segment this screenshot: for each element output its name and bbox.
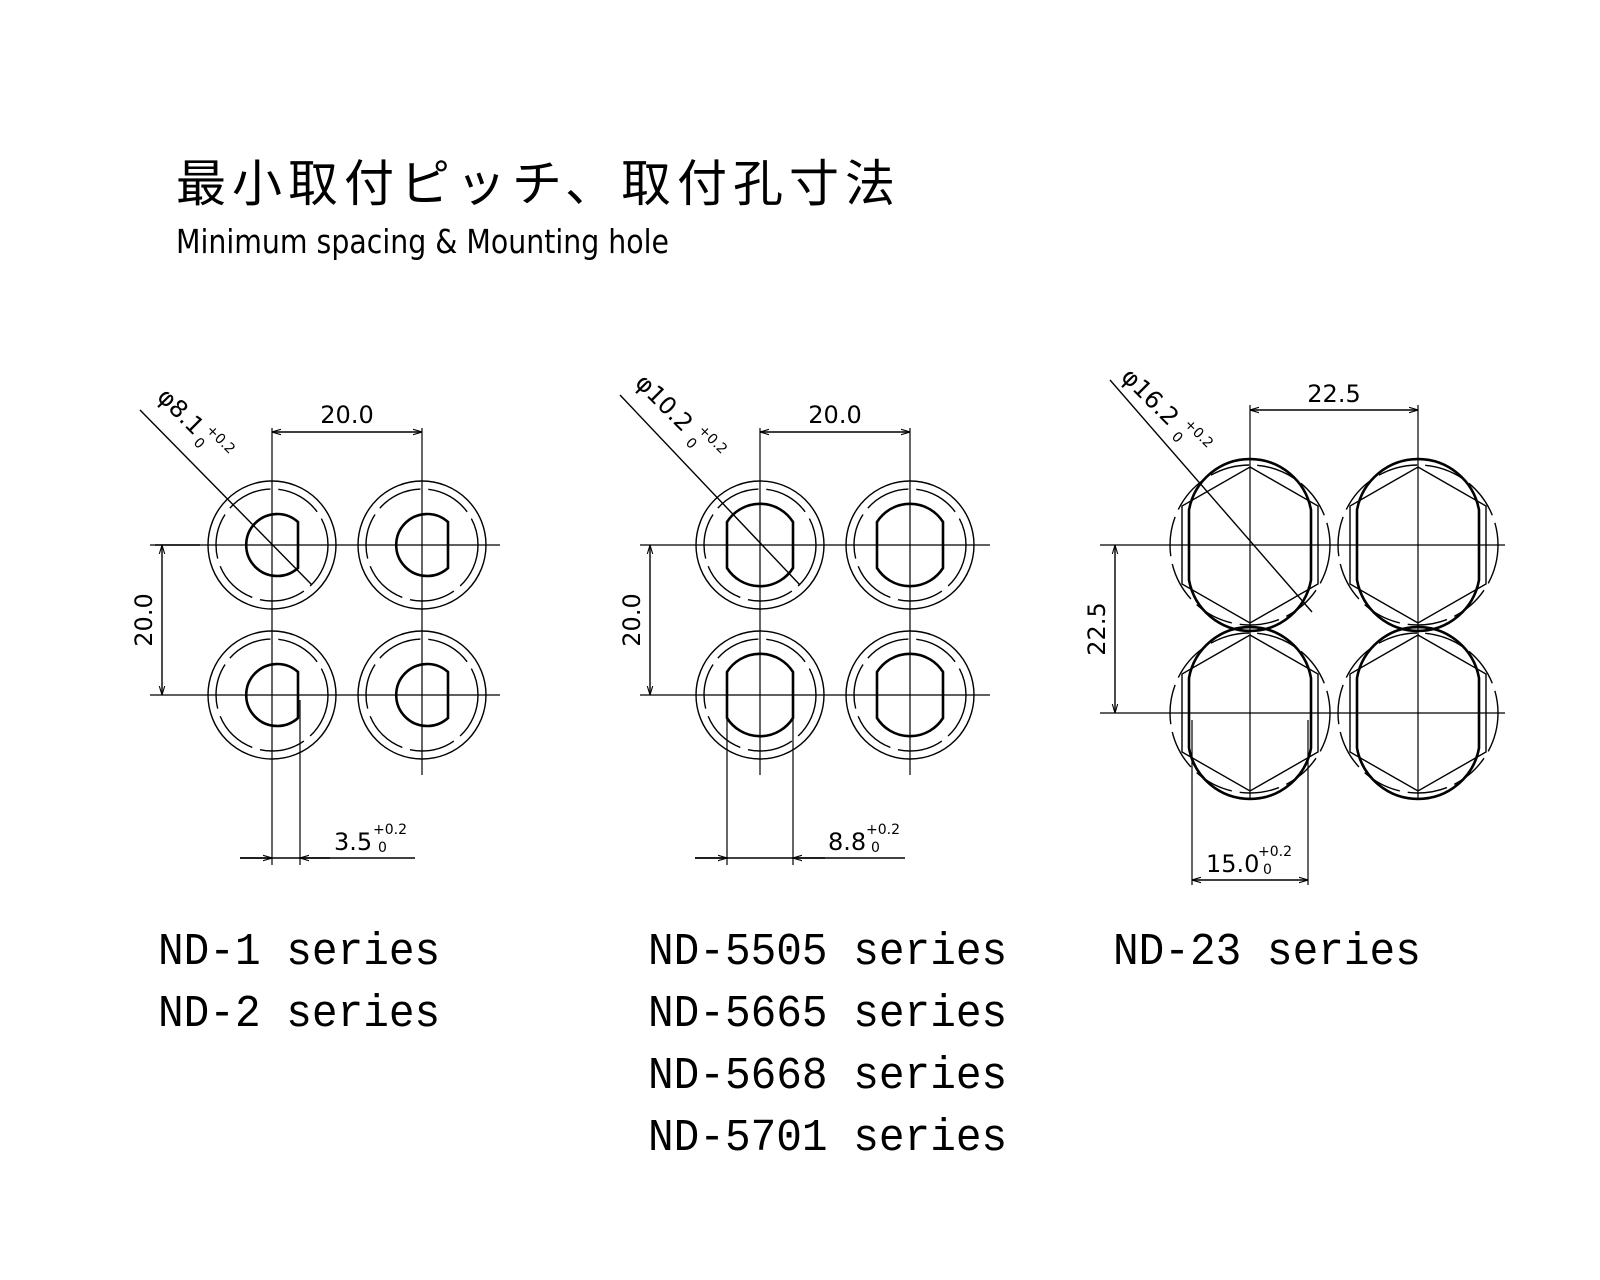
dim-flat-tol-upper: +0.2 <box>1258 844 1292 860</box>
series-label: ND-23 series <box>1113 927 1421 978</box>
dim-diameter-tol-upper: +0.2 <box>1181 416 1216 451</box>
dim-flat-tol-lower: 0 <box>1263 862 1272 878</box>
series-list-nd1: ND-1 series ND-2 series <box>158 922 455 1046</box>
dim-pitch-h-text: 20.0 <box>808 401 861 429</box>
knob-outlines <box>1169 464 1499 794</box>
knob-outlines <box>695 480 975 760</box>
dim-diameter-tol-upper: +0.2 <box>695 422 730 457</box>
series-label: ND-2 series <box>158 989 441 1040</box>
title-english: Minimum spacing & Mounting hole <box>176 222 669 261</box>
mounting-holes <box>245 512 450 728</box>
series-label: ND-1 series <box>158 927 441 978</box>
centerlines <box>150 428 500 865</box>
dim-pitch-v-text: 20.0 <box>618 593 646 646</box>
series-label: ND-5665 series <box>648 989 1008 1040</box>
panel-nd5505 <box>619 394 990 865</box>
dim-pitch-h-text: 20.0 <box>320 401 373 429</box>
dim-pitch-v-text: 20.0 <box>130 593 158 646</box>
dim-diameter-leader <box>139 409 313 586</box>
dim-diameter-text: φ16.2 <box>1116 362 1185 431</box>
mounting-holes <box>1187 457 1481 801</box>
knob-outlines <box>207 480 487 760</box>
title-japanese: 最小取付ピッチ、取付孔寸法 <box>176 155 901 213</box>
dim-diameter-tol-lower: 0 <box>682 435 700 453</box>
centerlines <box>640 428 990 865</box>
panel-nd1 <box>139 409 500 865</box>
dim-pitch-v-text: 22.5 <box>1083 602 1111 655</box>
dim-flat-tol-lower: 0 <box>871 840 880 856</box>
dim-flat-tol-upper: +0.2 <box>373 822 407 838</box>
dim-flat-tol-lower: 0 <box>378 840 387 856</box>
dim-flat-text: 3.5 <box>334 828 372 856</box>
panel-nd23 <box>1100 379 1505 885</box>
dim-flat-text: 8.8 <box>828 828 866 856</box>
dim-pitch-h-text: 22.5 <box>1307 380 1360 408</box>
series-list-nd23: ND-23 series <box>1113 922 1437 984</box>
dim-flat-tol-upper: +0.2 <box>866 822 900 838</box>
dim-diameter-tol-lower: 0 <box>1168 429 1186 447</box>
series-label: ND-5668 series <box>648 1051 1008 1102</box>
dim-flat-text: 15.0 <box>1206 850 1259 878</box>
centerlines <box>1100 405 1505 885</box>
series-list-nd5505: ND-5505 series ND-5665 series ND-5668 se… <box>648 922 1026 1170</box>
dim-diameter-tol-upper: +0.2 <box>203 422 238 457</box>
series-label: ND-5701 series <box>648 1113 1008 1164</box>
series-label: ND-5505 series <box>648 927 1008 978</box>
dim-diameter-text: φ10.2 <box>630 368 699 437</box>
